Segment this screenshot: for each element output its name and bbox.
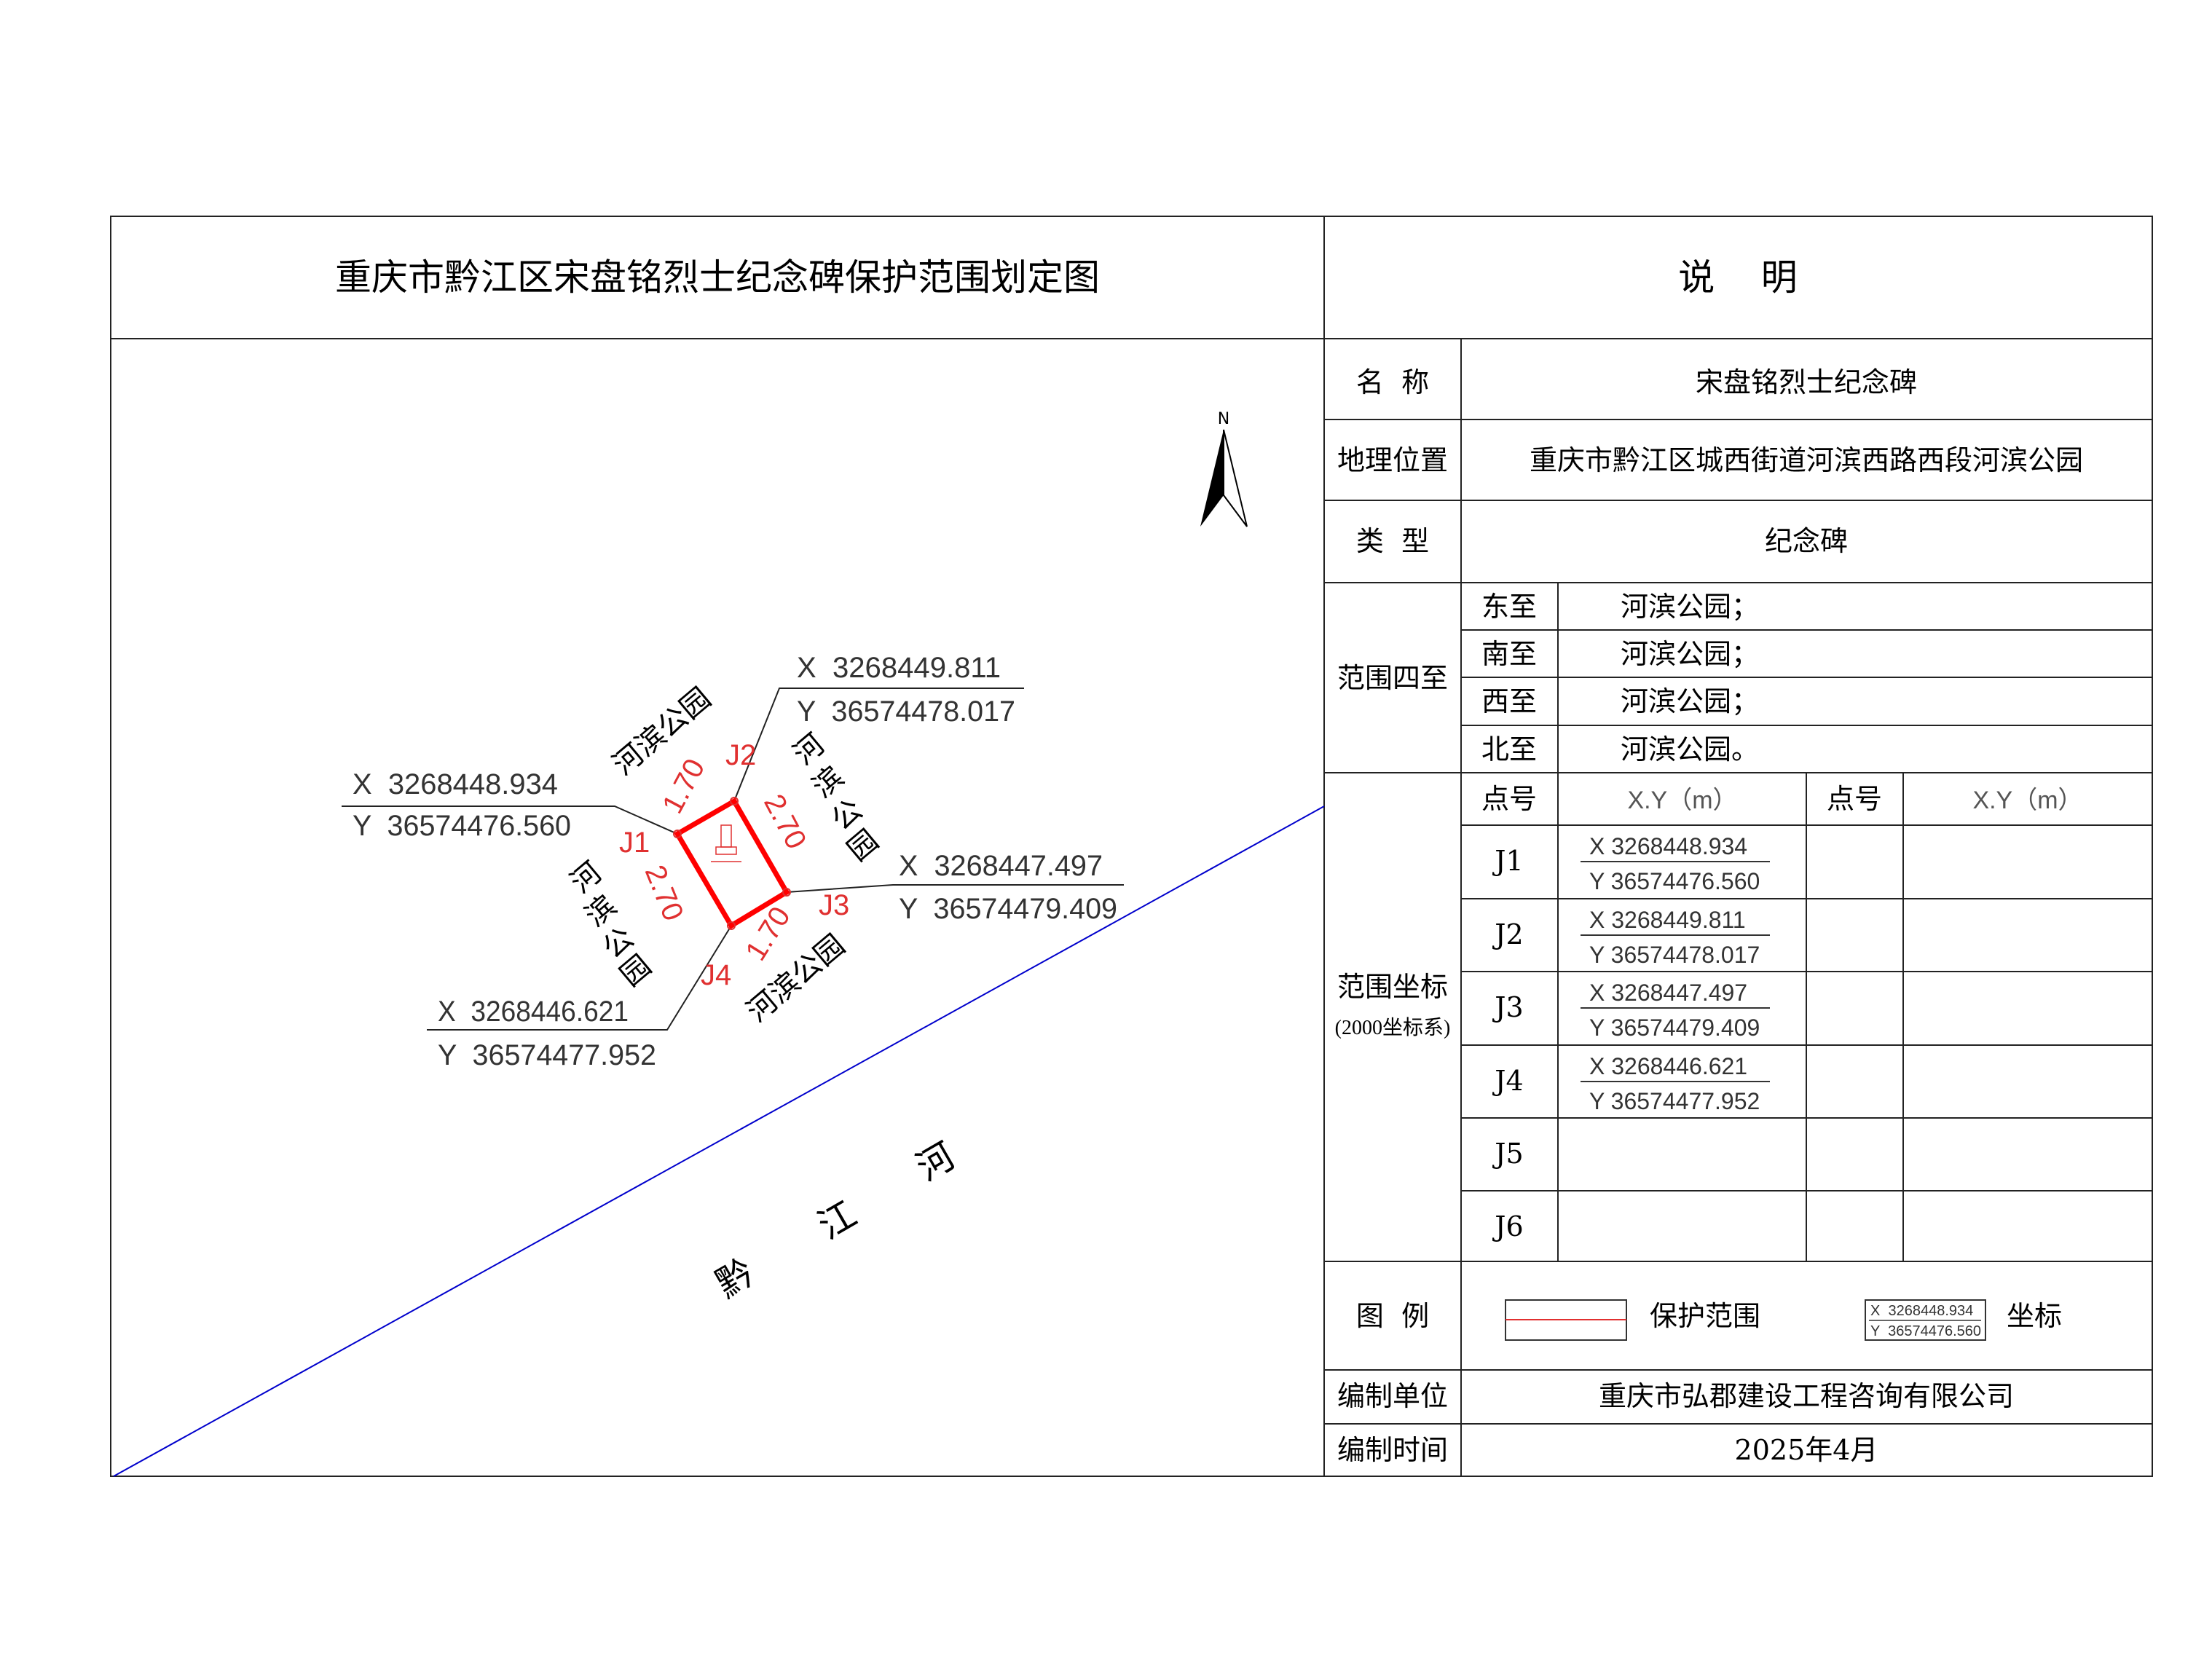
vertex-label: J4 [701, 959, 731, 991]
col-xy-2: X.Y（m） [1972, 787, 2082, 814]
table-row: J3 X 3268447.497 Y 36574479.409 [1492, 980, 1770, 1041]
leader-lines [342, 688, 1124, 1031]
j2-y: Y 36574478.017 [797, 696, 1015, 728]
vertex-labels: J1 J2 J3 J4 [619, 739, 849, 991]
col-point-2: 点号 [1827, 783, 1882, 815]
row-point-id: J5 [1492, 1138, 1523, 1170]
row-point-id: J6 [1492, 1210, 1523, 1242]
monument-icon [711, 824, 741, 862]
name-value: 宋盘铭烈士纪念碑 [1696, 366, 1917, 398]
legend-boundary-swatch [1505, 1299, 1627, 1341]
table-row: J4 X 3268446.621 Y 36574477.952 [1492, 1053, 1770, 1114]
j3-x: X 3268447.497 [899, 850, 1103, 882]
north-label: N [1218, 410, 1229, 428]
edge-length: 2.70 [757, 789, 812, 854]
row-y: Y 36574477.952 [1589, 1088, 1760, 1114]
legend-coord-swatch: X 3268448.934 Y 36574476.560 [1865, 1299, 1986, 1341]
legend-label: 图 例 [1356, 1300, 1429, 1332]
row-x: X 3268449.811 [1589, 907, 1746, 933]
vertex-label: J1 [619, 827, 650, 859]
row-x: X 3268447.497 [1589, 980, 1747, 1006]
location-label: 地理位置 [1337, 444, 1448, 476]
river-char: 江 [811, 1193, 863, 1248]
notes-title: 说 明 [1678, 256, 1798, 299]
table-row: J5 [1492, 1138, 1523, 1170]
type-label: 类 型 [1356, 525, 1429, 557]
bound-value: 河滨公园； [1621, 591, 1759, 623]
map-title: 重庆市黔江区宋盘铭烈士纪念碑保护范围划定图 [335, 256, 1100, 299]
bound-value: 河滨公园。 [1621, 733, 1759, 765]
table-row: J1 X 3268448.934 Y 36574476.560 [1492, 833, 1770, 894]
legend-coord-y: Y 36574476.560 [1870, 1323, 1981, 1339]
date-label: 编制时间 [1337, 1434, 1448, 1466]
boundary-vertices [673, 797, 791, 930]
name-label: 名 称 [1356, 366, 1429, 398]
row-y: Y 36574476.560 [1589, 868, 1760, 894]
col-point: 点号 [1481, 783, 1537, 815]
compiler-value: 重庆市弘郡建设工程咨询有限公司 [1599, 1380, 2014, 1412]
location-value: 重庆市黔江区城西街道河滨西路西段河滨公园 [1530, 444, 2083, 476]
bound-value: 河滨公园； [1621, 638, 1759, 670]
bound-dir: 西至 [1481, 685, 1537, 717]
edge-length: 2.70 [639, 861, 690, 926]
bound-dir: 北至 [1481, 733, 1537, 765]
edge-length: 1.70 [656, 754, 711, 819]
j2-x: X 3268449.811 [797, 652, 1001, 684]
protection-boundary [674, 797, 790, 929]
vertex-label: J3 [819, 889, 849, 921]
j4-y: Y 36574477.952 [438, 1039, 656, 1071]
bound-dir: 东至 [1481, 591, 1537, 623]
point-coordinates: X 3268448.934 Y 36574476.560 X 3268449.8… [353, 652, 1117, 1071]
river-label: 黔 江 河 [709, 1135, 961, 1306]
river-bank-line [113, 805, 1325, 1477]
row-y: Y 36574479.409 [1589, 1015, 1760, 1041]
row-point-id: J2 [1492, 918, 1523, 950]
table-row: J2 X 3268449.811 Y 36574478.017 [1492, 907, 1770, 968]
j1-y: Y 36574476.560 [353, 810, 571, 842]
date-value: 2025年4月 [1735, 1434, 1878, 1466]
edge-length: 1.70 [739, 901, 797, 966]
vertex-label: J2 [725, 739, 756, 771]
col-xy: X.Y（m） [1627, 787, 1737, 814]
j1-x: X 3268448.934 [353, 768, 558, 800]
table-row: J6 [1492, 1210, 1523, 1242]
row-point-id: J3 [1492, 991, 1523, 1023]
row-y: Y 36574478.017 [1589, 942, 1760, 968]
river-char: 河 [909, 1135, 961, 1189]
coords-label: 范围坐标 [1337, 971, 1448, 1003]
row-x: X 3268448.934 [1589, 833, 1747, 859]
row-point-id: J4 [1492, 1065, 1523, 1097]
notes-table [1324, 339, 2152, 1476]
bound-value: 河滨公园； [1621, 685, 1759, 717]
row-point-id: J1 [1492, 845, 1523, 877]
j4-x: X 3268446.621 [438, 996, 629, 1028]
bound-dir: 南至 [1481, 638, 1537, 670]
river-char: 黔 [709, 1251, 761, 1306]
bounds-label: 范围四至 [1337, 662, 1448, 694]
row-x: X 3268446.621 [1589, 1053, 1747, 1079]
north-arrow-icon: N [1200, 410, 1248, 527]
legend-coord-text: 坐标 [2007, 1300, 2062, 1332]
compiler-label: 编制单位 [1337, 1380, 1448, 1412]
type-value: 纪念碑 [1765, 525, 1848, 557]
legend-boundary-text: 保护范围 [1650, 1300, 1760, 1332]
j3-y: Y 36574479.409 [899, 893, 1117, 925]
frame [110, 216, 2153, 1477]
coords-sub: (2000坐标系) [1335, 1016, 1451, 1039]
legend-coord-x: X 3268448.934 [1870, 1303, 1973, 1319]
